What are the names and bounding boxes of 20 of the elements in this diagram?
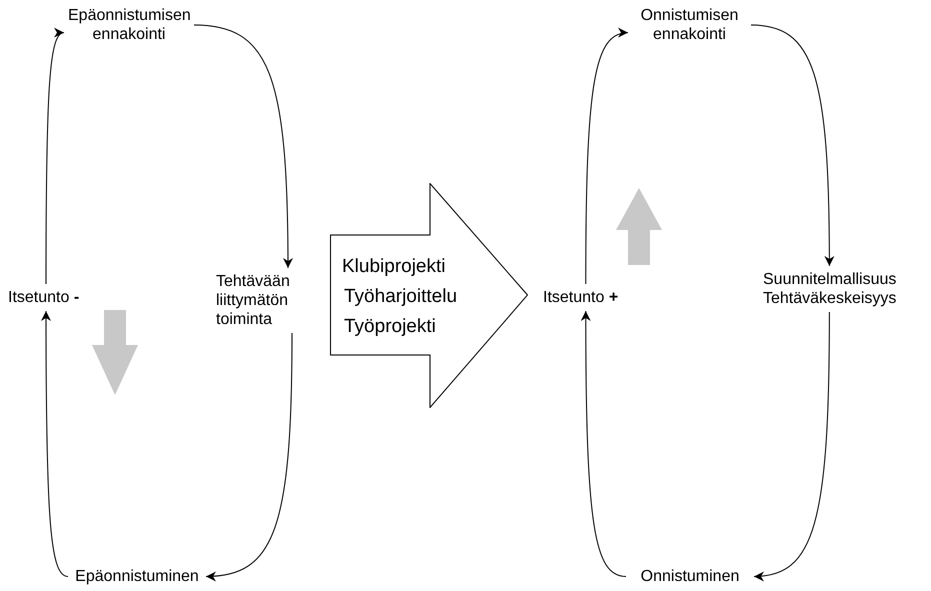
cycle-label: Epäonnistumisen ennakointi <box>68 6 190 44</box>
arrow <box>754 312 830 581</box>
cycle-label: Epäonnistuminen <box>74 567 200 586</box>
arrow <box>41 310 68 577</box>
arrow <box>750 24 834 266</box>
arrow <box>580 310 626 577</box>
arrow-text: Työharjoittelu <box>344 287 458 306</box>
cycle-label: Suunnitelmallisuus <box>763 270 898 289</box>
arrow <box>585 29 628 284</box>
arrow <box>46 30 64 284</box>
cycle-label: Onnistuminen <box>640 567 740 586</box>
cycle-label: Tehtävään liittymätön toiminta <box>216 272 291 329</box>
cycle-label: Itsetunto - <box>8 288 80 307</box>
cycle-label: Itsetunto + <box>543 288 620 307</box>
arrow-text: Työprojekti <box>344 317 436 336</box>
arrow <box>206 332 292 581</box>
cycle-label: Tehtäväkeskeisyys <box>763 289 898 308</box>
arrow <box>194 24 293 268</box>
cycle-label: Onnistumisen ennakointi <box>640 6 740 44</box>
arrow-text: Klubiprojekti <box>342 257 446 276</box>
